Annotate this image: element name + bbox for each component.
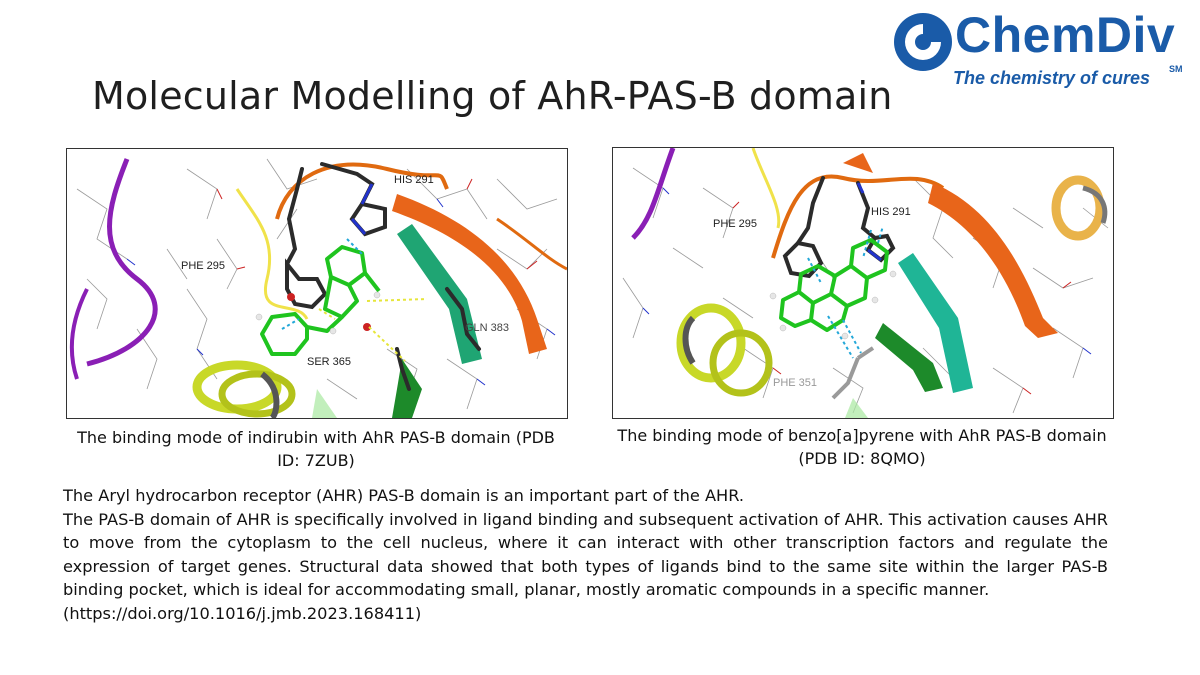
figure-indirubin-binding: HIS 291 PHE 295 GLN 383 SER 365 xyxy=(66,148,568,419)
pi-interactions xyxy=(807,225,884,359)
figure-caption-left: The binding mode of indirubin with AhR P… xyxy=(77,428,555,470)
residue-label: SER 365 xyxy=(307,356,351,368)
gold-helix xyxy=(1051,175,1108,241)
molecular-render-right: PHE 295 HIS 291 PHE 351 xyxy=(622,148,1109,418)
residue-label: PHE 295 xyxy=(713,218,757,230)
residue-sticks xyxy=(285,162,481,391)
residue-label: HIS 291 xyxy=(871,206,911,218)
orange-beta-strand xyxy=(392,194,547,354)
purple-coil xyxy=(631,148,676,240)
green-beta-strand xyxy=(875,323,943,392)
nitrogen-sticks xyxy=(126,198,556,386)
logo-name: ChemDiv xyxy=(955,7,1176,63)
chemdiv-logo-mark-icon xyxy=(894,13,952,71)
yellow-coil xyxy=(751,148,781,229)
phe351-sticks xyxy=(831,346,875,400)
residue-label: PHE 295 xyxy=(181,260,225,272)
body-paragraph: The Aryl hydrocarbon receptor (AHR) PAS-… xyxy=(63,486,745,505)
logo-tagline: The chemistry of cures xyxy=(953,68,1151,88)
orange-beta-strand xyxy=(928,183,1058,338)
background-sticks xyxy=(76,158,558,410)
reference-link: (https://doi.org/10.1016/j.jmb.2023.1684… xyxy=(63,603,422,623)
yellow-green-helix xyxy=(192,360,296,418)
hydrogen-bonds xyxy=(318,298,428,362)
teal-beta-strand xyxy=(397,224,482,364)
slide-title: Molecular Modelling of AhR-PAS-B domain xyxy=(92,74,893,118)
residue-label: PHE 351 xyxy=(773,377,817,389)
indirubin-ligand xyxy=(260,245,381,356)
body-paragraph: The PAS-B domain of AHR is specifically … xyxy=(63,509,1108,600)
body-text: The Aryl hydrocarbon receptor (AHR) PAS-… xyxy=(63,484,1108,626)
logo-service-mark: SM xyxy=(1169,64,1183,74)
his-nitrogen xyxy=(350,183,374,235)
yellow-coil xyxy=(235,188,309,320)
purple-coil xyxy=(86,158,158,367)
benzopyrene-ligand xyxy=(779,238,889,332)
residue-label: GLN 383 xyxy=(465,322,509,334)
orange-coil xyxy=(771,174,945,259)
residue-label: HIS 291 xyxy=(394,174,434,186)
chemdiv-logo: ChemDiv The chemistry of cures SM xyxy=(893,7,1189,98)
figure-benzopyrene-binding: PHE 295 HIS 291 PHE 351 xyxy=(612,147,1114,419)
ligand-oxygen xyxy=(287,293,371,331)
teal-beta-strand xyxy=(898,253,973,393)
yellow-green-helix xyxy=(676,303,773,397)
orange-coil xyxy=(275,162,449,220)
molecular-render-left: HIS 291 PHE 295 GLN 383 SER 365 xyxy=(69,158,567,418)
figure-caption-right: The binding mode of benzo[a]pyrene with … xyxy=(617,426,1107,468)
